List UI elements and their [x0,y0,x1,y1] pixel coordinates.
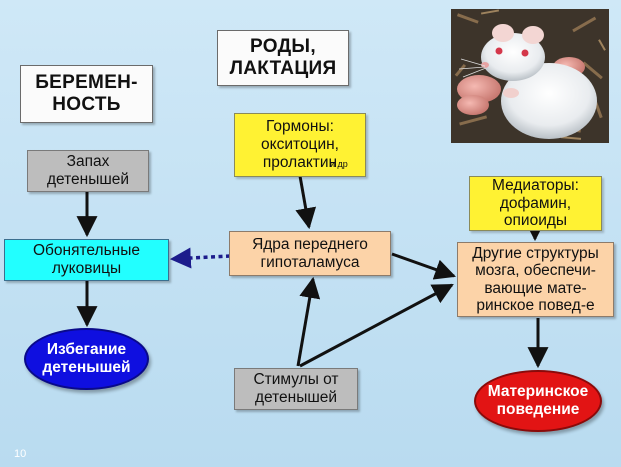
rat-photo [451,9,609,143]
maternal-behavior-ellipse: Материнское поведение [474,370,602,432]
birth-lactation-title-box: РОДЫ, ЛАКТАЦИЯ [217,30,349,86]
hormones-box: Гормоны: окситоцин, пролактин и др [234,113,366,177]
other-brain-structures-box: Другие структуры мозга, обеспечи- вающие… [457,242,614,317]
hormones-text: Гормоны: окситоцин, пролактин [261,118,339,171]
mediators-box: Медиаторы: дофамин, опиоиды [469,176,602,231]
slide-number: 10 [14,448,27,460]
pup-stimuli-box: Стимулы от детенышей [234,368,358,410]
hormones-etc-text: и др [330,159,348,169]
arrow-stimuli-to-hypothalamus [296,276,321,367]
pup-avoidance-ellipse: Избегание детенышей [24,328,149,390]
white-rat-with-pups-image [451,9,609,143]
pregnancy-title-box: БЕРЕМЕН- НОСТЬ [20,65,153,123]
arrow-hypothalamus-to-bulbs-dashed [169,247,231,269]
pup-odor-box: Запах детенышей [27,150,149,192]
hypothalamus-nuclei-box: Ядра переднего гипоталамуса [229,231,391,276]
arrow-stimuli-to-structures [299,283,454,368]
arrow-hypothalamus-to-structures [391,252,456,280]
olfactory-bulbs-box: Обонятельные луковицы [4,239,169,281]
arrow-hormones-to-hypothalamus [295,175,317,230]
